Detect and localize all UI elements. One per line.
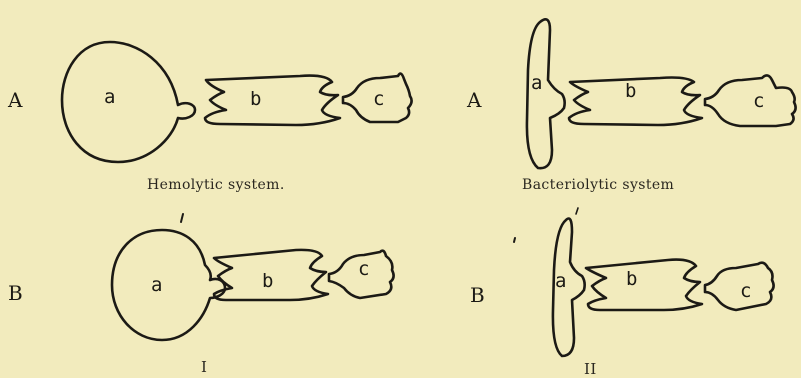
complement-c	[705, 75, 796, 126]
caption-figure-i: I	[201, 358, 207, 376]
part-label-c: c	[358, 260, 369, 279]
row-label-a-left: A	[8, 90, 22, 110]
row-label-b-right: B	[470, 285, 485, 305]
stray-mark	[514, 238, 515, 242]
caption-figure-ii: II	[584, 360, 597, 378]
part-label-c: c	[740, 282, 751, 301]
part-label-a: a	[151, 276, 162, 295]
part-label-b: b	[626, 270, 637, 289]
caption-bacteriolytic-system: Bacteriolytic system	[522, 177, 674, 193]
part-label-c: c	[373, 90, 384, 109]
stray-mark	[181, 214, 183, 222]
part-label-b: b	[625, 82, 636, 101]
part-label-b: b	[250, 90, 261, 109]
part-label-a: a	[555, 272, 566, 291]
part-label-a: a	[104, 88, 115, 107]
part-label-a: a	[531, 74, 542, 93]
row-label-a-right: A	[467, 90, 481, 110]
red-cell-a	[62, 42, 195, 162]
part-label-c: c	[753, 92, 764, 111]
row-label-b-left: B	[8, 283, 23, 303]
red-cell-a	[112, 230, 225, 340]
amboceptor-b	[586, 260, 702, 310]
amboceptor-b	[205, 76, 340, 125]
part-label-b: b	[262, 272, 273, 291]
caption-hemolytic-system: Hemolytic system.	[147, 177, 285, 193]
stray-mark	[576, 208, 578, 214]
